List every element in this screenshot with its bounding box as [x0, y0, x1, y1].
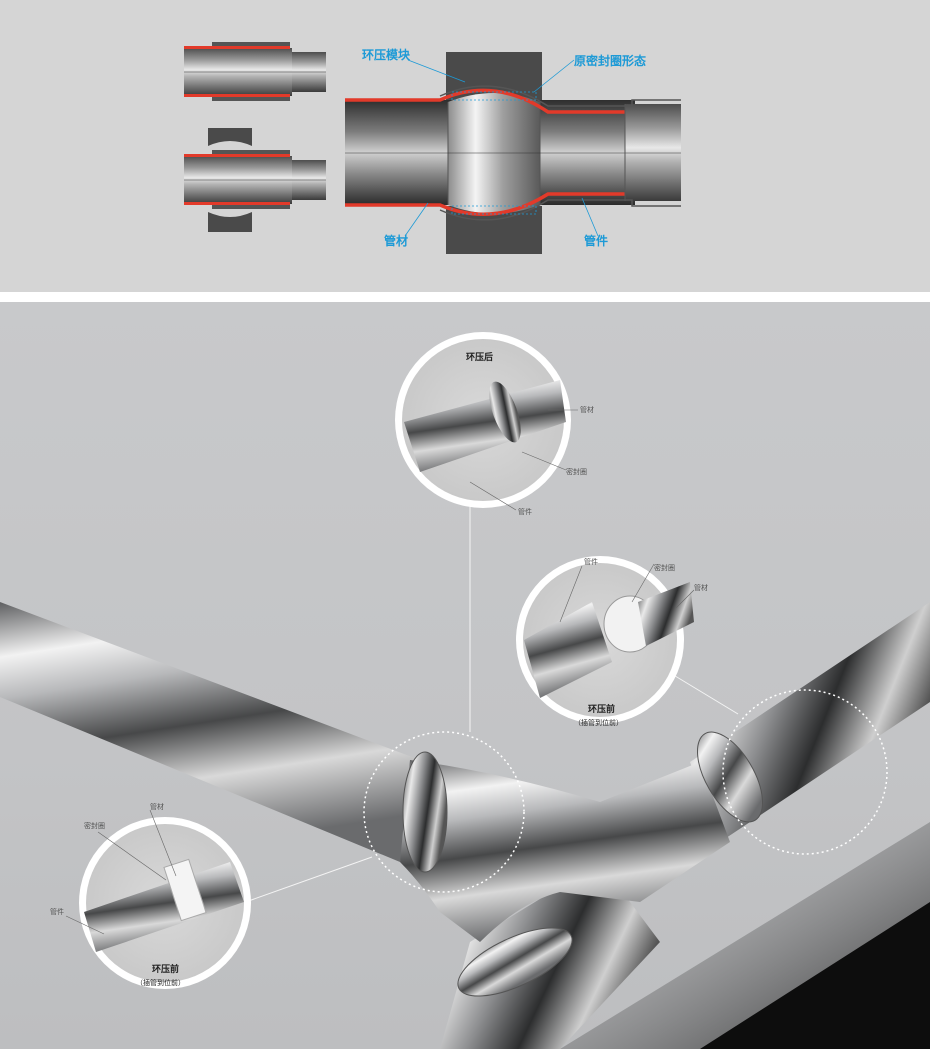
label-seal-shape: 原密封圈形态	[574, 53, 646, 68]
highlight-left-joint	[363, 731, 525, 893]
main-cross-section	[345, 52, 681, 254]
tee-fitting-body	[400, 731, 764, 997]
small-pipe-with-press-jaws	[184, 128, 326, 232]
callout-left-fitting-label: 管件	[50, 907, 64, 916]
cross-section-diagram-panel: 环压模块 原密封圈形态 管材 管件	[0, 0, 930, 292]
label-press-module: 环压模块	[362, 47, 411, 62]
callout-right-pipe-label: 管材	[694, 583, 708, 592]
callout-before-press-left: 管材 密封圈 管件 环压前 （插管到位前）	[50, 802, 251, 989]
callout-right-seal-label: 密封圈	[654, 563, 675, 572]
small-pipe-before-press	[184, 42, 326, 101]
callout-before-press-right: 管件 密封圈 管材 环压前 （插管到位前）	[516, 556, 708, 727]
callout-left-pipe-label: 管材	[150, 802, 164, 811]
highlight-right-joint	[722, 689, 888, 855]
label-fitting: 管件	[584, 233, 608, 248]
callout-right-subtitle: （插管到位前）	[574, 718, 623, 727]
main-pipe-left	[0, 602, 420, 862]
label-pipe: 管材	[384, 233, 408, 248]
callout-after-title: 环压后	[466, 351, 493, 363]
cross-section-diagram: 环压模块 原密封圈形态 管材 管件	[184, 42, 681, 254]
callout-right-fitting-label: 管件	[584, 557, 598, 566]
callout-after-press: 环压后 管材 密封圈 管件	[395, 332, 594, 516]
callout-right-title: 环压前	[588, 703, 615, 715]
callout-after-seal-label: 密封圈	[566, 467, 587, 476]
tee-fitting-photo-panel: 环压后 管材 密封圈 管件 管件 密封圈 管材 环压前 （插管到位前）	[0, 302, 930, 1049]
callout-after-fitting-label: 管件	[518, 507, 532, 516]
callout-left-seal-label: 密封圈	[84, 821, 105, 830]
callout-after-pipe-label: 管材	[580, 405, 594, 414]
callout-left-title: 环压前	[152, 963, 179, 975]
callout-left-subtitle: （插管到位前）	[136, 978, 185, 987]
tee-fitting-illustration: 环压后 管材 密封圈 管件 管件 密封圈 管材 环压前 （插管到位前）	[0, 332, 930, 1049]
